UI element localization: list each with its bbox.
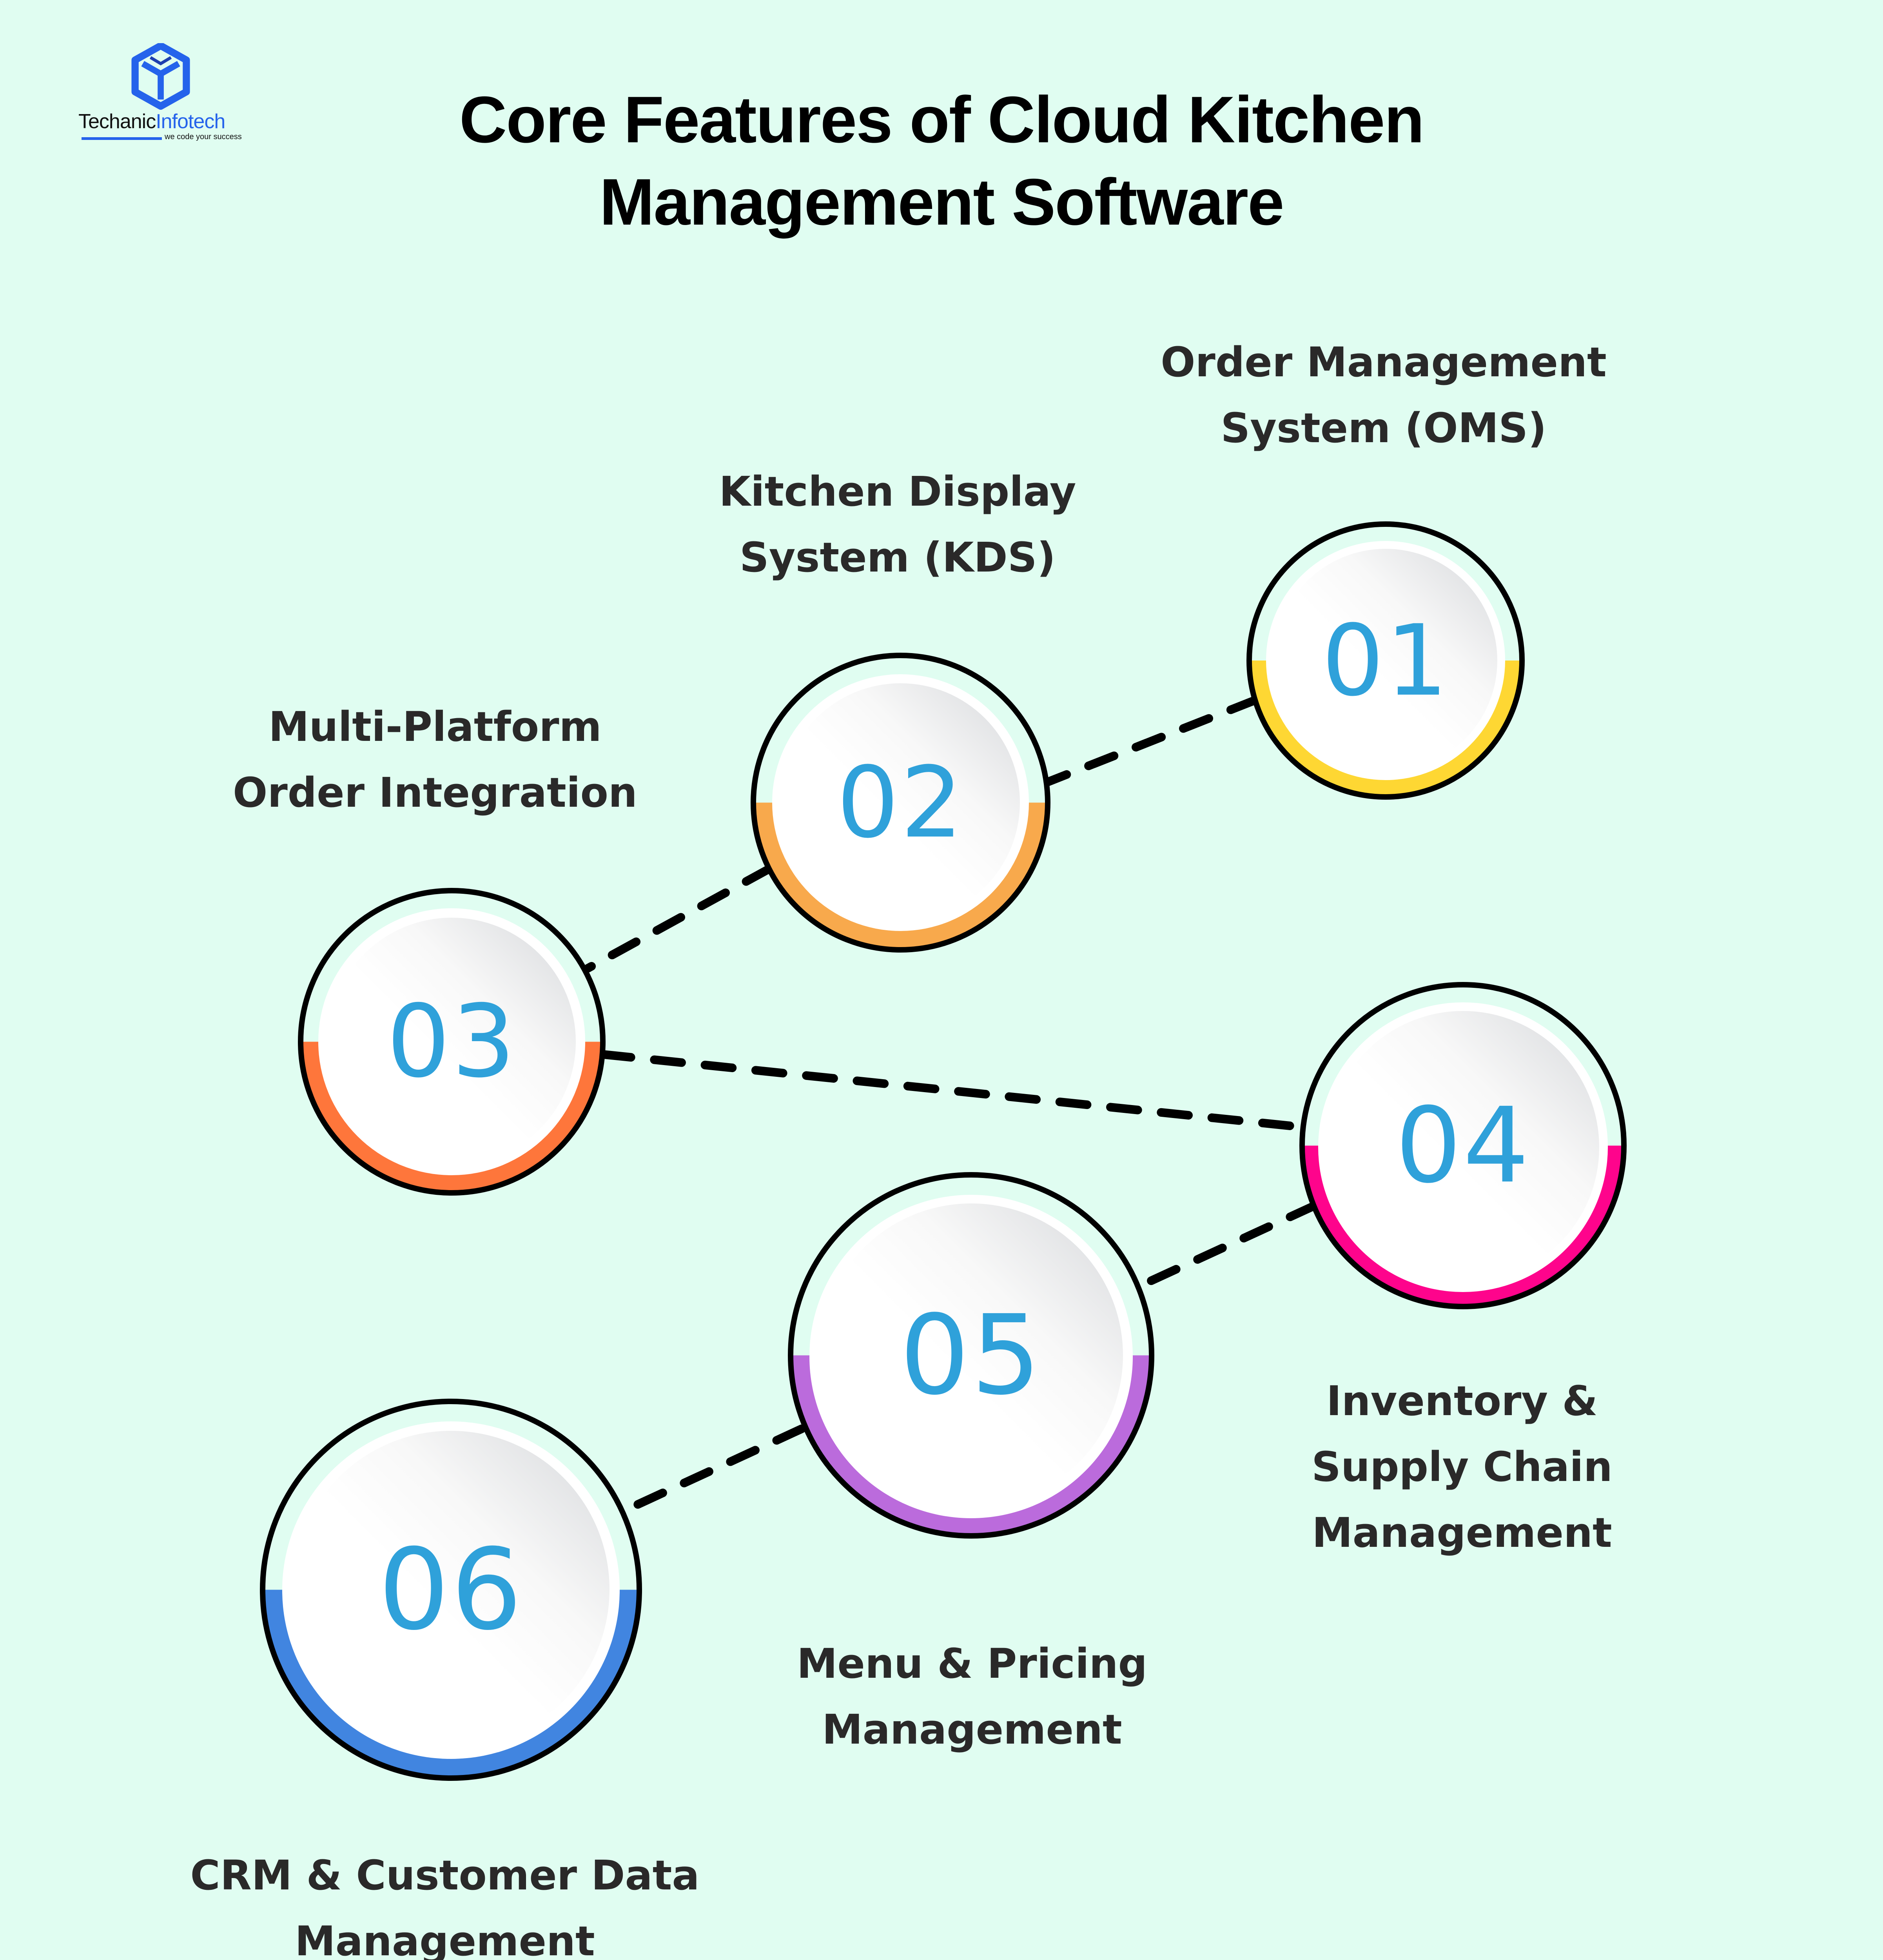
feature-node-03: 03	[298, 888, 606, 1196]
label-line: Supply Chain	[1312, 1443, 1613, 1491]
label-line: System (OMS)	[1221, 404, 1547, 452]
feature-label-03: Multi-Platform Order Integration	[196, 694, 674, 826]
feature-number: 05	[900, 1291, 1043, 1419]
feature-node-01: 01	[1246, 521, 1525, 800]
feature-number: 02	[836, 746, 965, 860]
label-line: Management	[822, 1706, 1122, 1753]
label-line: Menu & Pricing	[796, 1640, 1148, 1688]
brand-underline	[82, 137, 162, 140]
inner-face	[328, 918, 576, 1166]
brand-tagline: we code your success	[165, 132, 242, 141]
label-line: Order Management	[1161, 338, 1607, 386]
connector-02-03	[584, 864, 775, 973]
brand-name-part2: Infotech	[156, 110, 225, 133]
connector-05-06	[619, 1425, 806, 1515]
label-line: Order Integration	[233, 769, 637, 817]
feature-label-05: Menu & Pricing Management	[745, 1631, 1199, 1762]
brand-name: TechanicInfotech	[78, 110, 225, 133]
feature-label-01: Order Management System (OMS)	[1129, 329, 1638, 461]
feature-number: 01	[1321, 603, 1450, 718]
inner-face	[781, 683, 1020, 922]
label-line: Multi-Platform	[268, 703, 602, 751]
connector-04-05	[1140, 1201, 1319, 1288]
brand-name-part1: Techanic	[78, 110, 156, 133]
inner-face	[1274, 549, 1497, 772]
feature-number: 04	[1395, 1085, 1531, 1206]
label-line: Inventory &	[1326, 1377, 1598, 1425]
feature-label-02: Kitchen Display System (KDS)	[662, 459, 1133, 590]
feature-node-05: 05	[788, 1172, 1154, 1539]
inner-face	[819, 1203, 1123, 1507]
feature-label-06: CRM & Customer Data Management	[149, 1842, 741, 1960]
feature-node-04: 04	[1299, 982, 1627, 1309]
cube-logo-icon	[131, 43, 190, 110]
title-line-1: Core Features of Cloud Kitchen	[459, 83, 1424, 156]
connector-03-04	[599, 1050, 1306, 1131]
inner-face	[292, 1431, 610, 1748]
label-line: CRM & Customer Data	[190, 1851, 700, 1899]
title-line-2: Management Software	[599, 165, 1284, 239]
feature-number: 03	[386, 984, 517, 1100]
feature-node-02: 02	[751, 653, 1050, 953]
connector-01-02	[1040, 695, 1261, 788]
label-line: System (KDS)	[739, 534, 1056, 581]
feature-node-06: 06	[260, 1399, 642, 1781]
label-line: Kitchen Display	[719, 468, 1076, 515]
brand-logo: TechanicInfotech we code your success	[59, 43, 255, 145]
label-line: Management	[1312, 1509, 1612, 1557]
label-line: Management	[295, 1917, 595, 1960]
inner-face	[1327, 1011, 1599, 1283]
feature-number: 06	[378, 1524, 524, 1655]
page-title: Core Features of Cloud Kitchen Managemen…	[0, 78, 1883, 243]
feature-label-04: Inventory & Supply Chain Management	[1246, 1368, 1678, 1566]
